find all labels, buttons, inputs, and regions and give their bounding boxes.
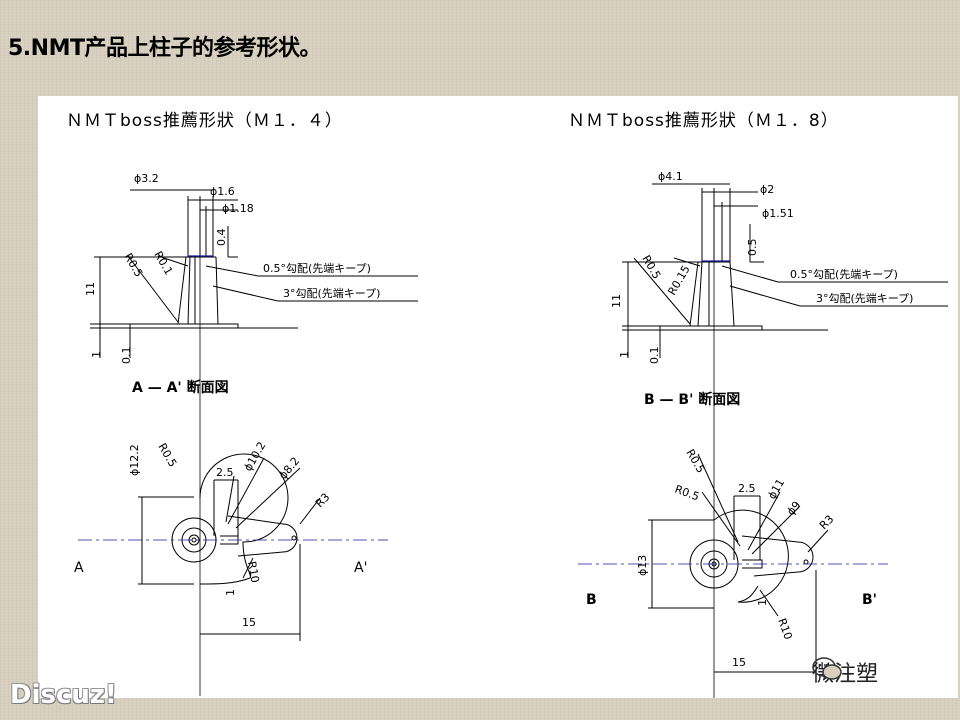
left-plan-r05: R0.5 bbox=[155, 441, 179, 469]
right-plan-phi11: ϕ11 bbox=[765, 477, 787, 502]
right-cut-b2: B' bbox=[862, 592, 877, 608]
right-plan-r05a: R0.5 bbox=[683, 447, 707, 475]
right-heading: ＮＭＴboss推薦形狀（Ｍ１．8） bbox=[568, 111, 839, 131]
right-plan-r10: R10 bbox=[775, 617, 795, 642]
right-dim-11: 11 bbox=[610, 294, 623, 308]
right-plan-phi13: ϕ13 bbox=[636, 555, 649, 576]
left-dim-phi118: ϕ1.18 bbox=[222, 202, 254, 215]
left-dim-11: 11 bbox=[84, 282, 97, 296]
right-plan-phi9: ϕ9 bbox=[784, 499, 803, 518]
right-plan-15: 15 bbox=[732, 656, 746, 669]
left-boss-section bbox=[90, 189, 418, 358]
right-dim-r05: R0.5 bbox=[639, 253, 663, 281]
discuz-watermark: Discuz! bbox=[10, 680, 117, 710]
right-dim-1: 1 bbox=[618, 351, 631, 358]
left-plan-phi122: ϕ12.2 bbox=[128, 444, 141, 476]
left-drawing: ＮＭＴboss推薦形狀（Ｍ１．４） bbox=[66, 111, 418, 696]
left-cut-a2: A' bbox=[354, 560, 367, 576]
left-heading: ＮＭＴboss推薦形狀（Ｍ１．４） bbox=[66, 111, 343, 131]
left-plan-phi102: ϕ10.2 bbox=[241, 440, 268, 474]
right-dim-phi41: ϕ4.1 bbox=[658, 170, 683, 183]
left-section-label: A — A' 断面図 bbox=[132, 379, 229, 396]
right-dim-r015: R0.15 bbox=[665, 263, 692, 297]
right-boss-section bbox=[622, 183, 948, 358]
right-dim-phi151: ϕ1.51 bbox=[762, 207, 794, 220]
wechat-badge: 微注塑 bbox=[812, 656, 878, 688]
left-dim-r01: R0.1 bbox=[151, 249, 175, 277]
left-plan-r10: R10 bbox=[245, 560, 262, 584]
right-dim-phi2: ϕ2 bbox=[760, 183, 774, 196]
wechat-icon bbox=[812, 657, 842, 680]
left-dim-04: 0.4 bbox=[215, 229, 228, 247]
left-plan-25: 2.5 bbox=[216, 466, 234, 479]
left-plan-r3: R3 bbox=[313, 491, 333, 511]
left-note-3: 3°勾配(先端キープ) bbox=[283, 287, 380, 300]
right-plan-r05b: R0.5 bbox=[673, 483, 701, 504]
right-plan-r3: R3 bbox=[817, 513, 837, 533]
left-plan-15: 15 bbox=[242, 616, 256, 629]
right-plan-view bbox=[648, 453, 829, 678]
drawing-svg: ＮＭＴboss推薦形狀（Ｍ１．４） bbox=[66, 111, 948, 698]
left-plan-view bbox=[138, 453, 321, 641]
left-dim-1: 1 bbox=[90, 351, 103, 358]
right-plan-1: 1 bbox=[756, 599, 769, 606]
left-plan-1: 1 bbox=[224, 589, 237, 596]
right-drawing: ＮＭＴboss推薦形狀（Ｍ１．8） bbox=[568, 111, 948, 698]
left-dim-01: 0.1 bbox=[120, 347, 133, 365]
left-dim-phi32: ϕ3.2 bbox=[134, 172, 159, 185]
left-dim-phi16: ϕ1.6 bbox=[210, 185, 235, 198]
left-note-05: 0.5°勾配(先端キープ) bbox=[263, 262, 371, 275]
right-section-label: B — B' 断面図 bbox=[644, 391, 740, 408]
right-dim-05: 0.5 bbox=[746, 239, 759, 257]
left-dim-r05: R0.5 bbox=[121, 251, 145, 279]
left-cut-a: A bbox=[74, 560, 84, 576]
right-note-05: 0.5°勾配(先端キープ) bbox=[790, 268, 898, 281]
right-note-3: 3°勾配(先端キープ) bbox=[816, 292, 913, 305]
left-plan-phi82: ϕ8.2 bbox=[276, 455, 302, 482]
right-cut-b: B bbox=[586, 592, 597, 608]
technical-drawing: ＮＭＴboss推薦形狀（Ｍ１．４） bbox=[38, 96, 958, 698]
slide-title: 5.NMT产品上柱子的参考形状。 bbox=[8, 36, 321, 61]
right-dim-01: 0.1 bbox=[648, 347, 661, 365]
right-plan-25: 2.5 bbox=[738, 482, 756, 495]
